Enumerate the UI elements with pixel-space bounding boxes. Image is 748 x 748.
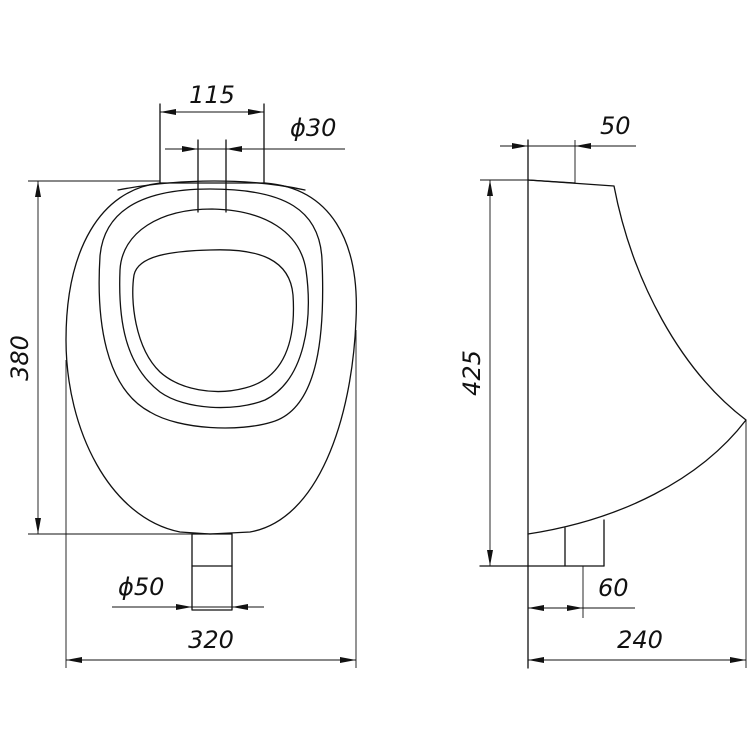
- dim-phi30-arrow-right: [226, 146, 242, 152]
- dim-115-arrow-left: [160, 109, 176, 115]
- dim-380-arrow-top: [35, 181, 41, 197]
- dim-425-arrow-top: [487, 180, 493, 196]
- dim-240-arrow-left: [528, 657, 544, 663]
- dim-115-arrow-right: [248, 109, 264, 115]
- drain-opening: [132, 249, 295, 393]
- dim-50-label: 50: [600, 112, 631, 140]
- bowl-outer-outline: [65, 182, 357, 535]
- dim-240-label: 240: [617, 626, 663, 654]
- dim-320-arrow-left: [66, 657, 82, 663]
- side-top-edge: [527, 179, 576, 184]
- dim-50-arrow-left: [512, 143, 528, 149]
- dim-60-label: 60: [598, 574, 629, 602]
- dim-320-arrow-right: [340, 657, 356, 663]
- dim-phi50-label: ϕ50: [118, 573, 164, 601]
- dim-60-arrow-right: [567, 605, 583, 611]
- dim-240-arrow-right: [730, 657, 746, 663]
- dim-380-label: 380: [6, 335, 34, 381]
- dim-425-arrow-bottom: [487, 550, 493, 566]
- dim-phi30-label: ϕ30: [290, 114, 336, 142]
- front-view: 115 ϕ30 380 ϕ50 320: [6, 81, 357, 668]
- dim-380-arrow-bottom: [35, 518, 41, 534]
- dim-phi50-arrow-left: [176, 604, 192, 610]
- dim-phi50-arrow-right: [232, 604, 248, 610]
- outlet-pipe: [191, 533, 233, 611]
- dim-phi30-arrow-left: [182, 146, 198, 152]
- side-view: 50 425 60 240: [458, 112, 747, 669]
- bowl-rim-top-line: [117, 180, 306, 191]
- dim-115-label: 115: [189, 81, 235, 109]
- dim-320-label: 320: [188, 626, 234, 654]
- dim-50-arrow-right: [575, 143, 591, 149]
- dim-60-arrow-left: [528, 605, 544, 611]
- side-body-outline: [527, 179, 747, 535]
- bowl-inner-outline: [119, 208, 309, 409]
- bowl-rim-outline: [98, 188, 324, 429]
- dim-425-label: 425: [458, 350, 486, 396]
